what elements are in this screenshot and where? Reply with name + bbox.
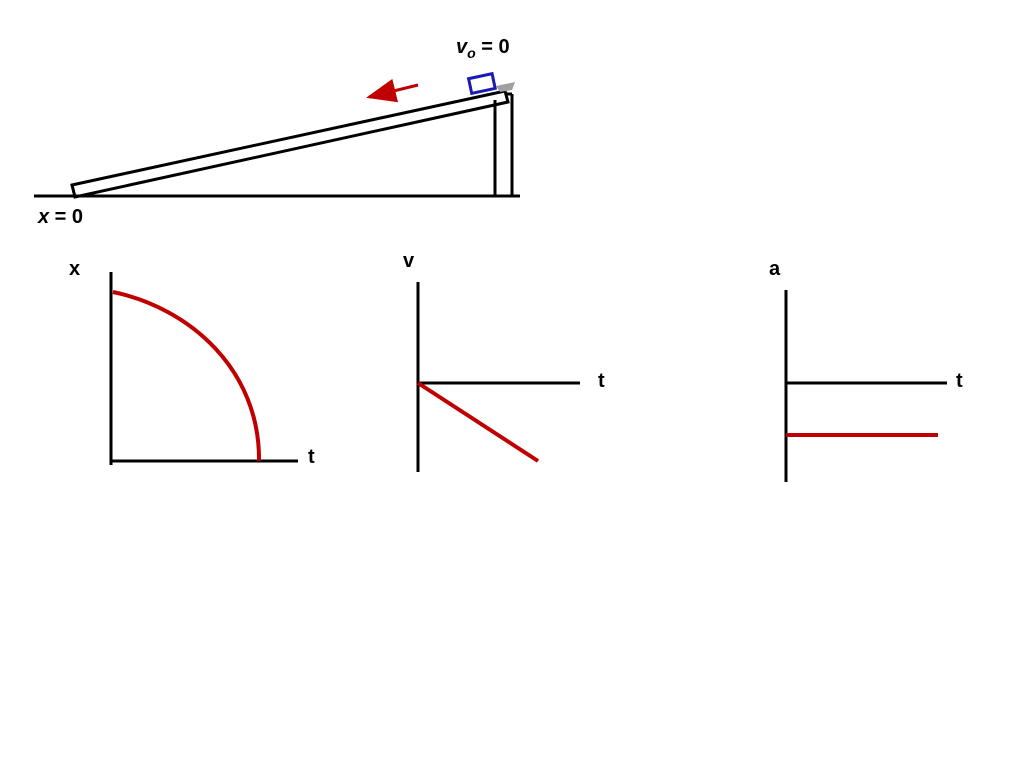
position-y-label: x (69, 258, 80, 280)
position-curve (112, 290, 262, 462)
velocity-x-label: t (598, 370, 605, 392)
velocity-line (416, 381, 540, 463)
inclined-plank (70, 89, 510, 199)
velocity-y-label: v (403, 250, 415, 272)
initial-velocity-label: vo = 0 (456, 36, 510, 61)
position-x-label: t (308, 446, 315, 468)
velocity-time-graph: v t (403, 250, 605, 472)
ramp-top-cap (496, 82, 515, 92)
ramp-scene: vo = 0 x = 0 (34, 36, 520, 228)
acceleration-y-label: a (769, 258, 781, 280)
motion-arrow (366, 78, 419, 103)
acceleration-time-graph: a t (769, 258, 963, 482)
block (466, 71, 497, 96)
position-time-graph: x t (69, 258, 315, 468)
acceleration-x-label: t (956, 370, 963, 392)
origin-label: x = 0 (37, 206, 83, 228)
